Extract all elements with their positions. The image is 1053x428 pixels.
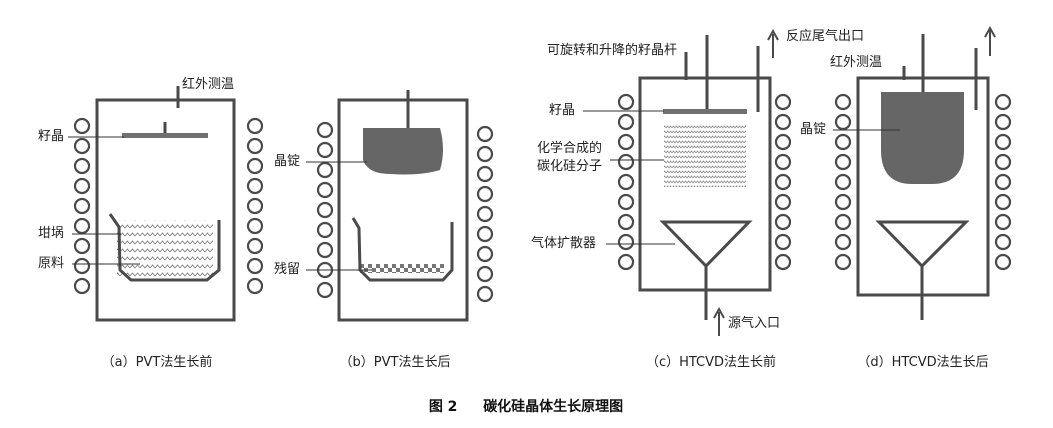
label-c-exhaust: 反应尾气出口 xyxy=(786,29,865,44)
label-c-seed: 籽晶 xyxy=(549,103,576,118)
caption-b: （b）PVT法生长后 xyxy=(339,355,451,370)
panel-c-left-coils xyxy=(617,93,635,271)
figure-title: 图 2 碳化硅晶体生长原理图 xyxy=(429,396,623,416)
panel-d-exhaust-arrow-head xyxy=(984,25,996,38)
panel-c-inlet-arrow-head xyxy=(713,306,725,319)
panel-c-diffuser xyxy=(659,220,753,269)
label-a-infrared: 红外测温 xyxy=(182,77,235,92)
label-c-diffuser: 气体扩散器 xyxy=(531,236,597,251)
panel-a-left-coils xyxy=(73,117,91,295)
panel-a-seed xyxy=(122,133,208,138)
panel-c-seed xyxy=(663,109,747,114)
label-d-ingot: 晶锭 xyxy=(800,122,827,137)
panel-a-right-coils xyxy=(246,117,264,295)
panel-a-chamber xyxy=(95,98,236,322)
label-a-seed: 籽晶 xyxy=(38,129,65,144)
label-c-molecules-line1: 化学合成的 xyxy=(537,141,603,156)
label-b-residue: 残留 xyxy=(274,262,301,277)
label-c-molecules-line2: 碳化硅分子 xyxy=(537,159,603,174)
figure-title-text: 碳化硅晶体生长原理图 xyxy=(483,399,624,415)
panel-b-chamber xyxy=(337,98,469,322)
panel-c-exhaust-arrow-head xyxy=(767,28,779,41)
caption-d: （d）HTCVD法生长后 xyxy=(857,355,989,370)
panel-d-ingot xyxy=(881,92,964,184)
label-b-ingot: 晶锭 xyxy=(274,154,301,169)
panel-a-crucible xyxy=(108,213,221,282)
caption-a: （a）PVT法生长前 xyxy=(101,355,213,370)
label-a-material: 原料 xyxy=(38,256,65,271)
panel-b-right-coils xyxy=(476,125,494,303)
panel-b-diagram xyxy=(306,90,494,322)
panel-a-material xyxy=(117,220,213,278)
caption-c: （c）HTCVD法生长前 xyxy=(645,355,777,370)
panel-d-diffuser xyxy=(875,220,970,269)
panel-b-left-coils xyxy=(316,121,334,299)
panel-b-crucible xyxy=(351,217,454,282)
panel-b-ingot xyxy=(363,128,443,175)
panel-d-diagram xyxy=(833,25,1012,320)
panel-d-right-coils xyxy=(994,93,1012,271)
panel-a-diagram xyxy=(68,86,264,322)
figure-number: 图 2 xyxy=(428,399,458,415)
label-a-crucible: 坩埚 xyxy=(38,226,65,241)
panel-b-residue xyxy=(360,264,444,273)
label-d-infrared: 红外测温 xyxy=(830,55,883,70)
label-c-rod: 可旋转和升降的籽晶杆 xyxy=(547,43,678,58)
panel-d-left-coils xyxy=(834,93,852,271)
panel-c-diagram xyxy=(583,28,792,336)
panel-c-molecules xyxy=(664,125,746,187)
label-c-inlet: 源气入口 xyxy=(728,316,781,331)
panel-c-right-coils xyxy=(774,93,792,271)
